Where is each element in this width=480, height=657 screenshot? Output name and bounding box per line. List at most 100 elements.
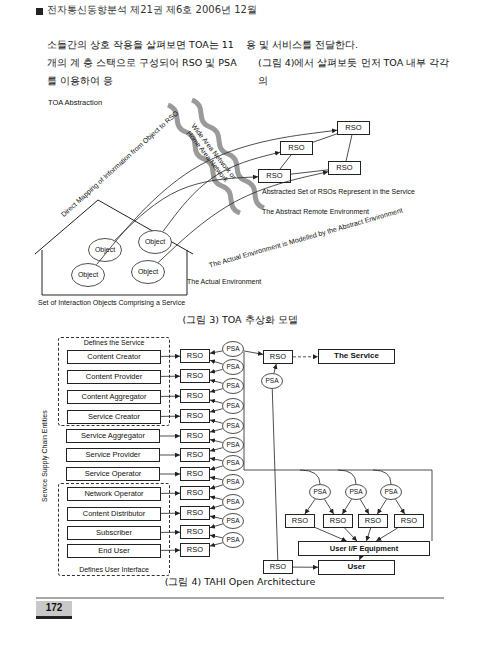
resource-box: RSO [180, 369, 210, 383]
connector [161, 396, 180, 397]
connector [274, 364, 276, 373]
user-box: User [318, 560, 395, 575]
node-text: PSA [226, 499, 239, 506]
node-text: PSA [226, 460, 239, 467]
ellipse-shape [346, 485, 367, 500]
object-circle: Object [138, 230, 172, 254]
resource-box: RSO [258, 169, 291, 183]
label-text: 소들간의 상호 작용을 살펴보면 TOA는 11개의 계 층 스택으로 구성되어… [47, 36, 242, 90]
caption-text: (그림 4) TAHI Open Architecture [140, 576, 340, 587]
node-text: End User [98, 547, 129, 555]
resource-box: RSO [323, 514, 353, 528]
header-mark [36, 8, 43, 15]
label-text: Service Supply Chain Entities [41, 401, 49, 511]
group-box: Defines User InterfaceNetwork OperatorCo… [58, 483, 170, 576]
agent-circle: PSA [222, 359, 244, 375]
ellipse-shape [223, 379, 244, 394]
entity-box: Content Distributor [67, 507, 161, 521]
label-text: Set of Interaction Objects Comprising a … [38, 299, 185, 307]
page-number-bar [36, 616, 72, 619]
node-text: RSO [270, 353, 286, 361]
connector [377, 499, 386, 514]
entity-box: End User [67, 544, 161, 558]
agent-circle: PSA [222, 437, 244, 453]
ellipse-shape [223, 495, 244, 510]
connector [280, 155, 291, 169]
connector [210, 440, 223, 443]
connector [161, 513, 180, 514]
node-text: Object [138, 268, 158, 275]
connector [346, 135, 352, 161]
house-shape [35, 200, 193, 295]
agent-circle: PSA [345, 484, 367, 500]
agent-circle: PSA [380, 484, 402, 500]
node-text: PSA [226, 403, 239, 410]
resource-box: RSO [263, 560, 293, 574]
node-text: Content Provider [86, 373, 142, 381]
label-text: 172 [36, 602, 72, 614]
node-text: RSO [187, 432, 203, 440]
agent-circle: PSA [222, 474, 244, 490]
connector [210, 466, 223, 470]
resource-box: RSO [328, 161, 361, 175]
agent-circle: PSA [222, 378, 244, 394]
ellipse-shape [310, 485, 331, 500]
agent-circle: PSA [222, 513, 244, 529]
node-text: PSA [226, 537, 239, 544]
node-text: Content Creator [87, 353, 140, 361]
ellipse-shape [223, 360, 244, 375]
resource-box: RSO [180, 349, 210, 363]
entity-box: Service Provider [66, 448, 160, 462]
node-text: RSO [187, 352, 203, 360]
label-text: (그림 3) TOA 추상화 모델 [140, 314, 340, 325]
group-box: Defines the ServiceContent CreatorConten… [58, 337, 170, 426]
resource-box: RSO [337, 121, 370, 135]
resource-box: RSO [180, 448, 210, 462]
connector [210, 448, 223, 451]
resource-box: RSO [285, 514, 315, 528]
node-text: PSA [226, 442, 239, 449]
node-text: RSO [266, 172, 282, 180]
connector [244, 351, 263, 354]
connector [210, 380, 223, 383]
connector [115, 177, 258, 240]
object-circle: Object [88, 238, 122, 262]
connector [210, 485, 223, 489]
node-text: PSA [226, 518, 239, 525]
ellipse-shape [132, 261, 165, 284]
label-text: 전자통신동향분석 제21권 제6호 2006년 12월 [47, 4, 257, 16]
node-text: PSA [226, 346, 239, 353]
connector [210, 369, 223, 372]
ellipse-shape [223, 419, 244, 434]
resource-box: RSO [180, 467, 210, 481]
label-text: Direct Mapping of Information from Objec… [47, 98, 194, 231]
connector [210, 516, 222, 519]
resource-box: RSO [263, 350, 293, 364]
resource-box: RSO [280, 141, 313, 155]
connector [376, 528, 397, 541]
node-text: Object [78, 271, 98, 278]
connector [210, 409, 223, 412]
connector [210, 458, 222, 461]
ellipse-shape [223, 533, 244, 548]
node-text: Service Operator [85, 470, 142, 478]
connector [272, 389, 278, 560]
node-text: RSO [187, 528, 203, 536]
connector [210, 497, 223, 500]
node-text: RSO [345, 124, 361, 132]
entity-box: Content Provider [67, 370, 161, 384]
node-text: User [348, 563, 366, 571]
resource-box: RSO [180, 506, 210, 520]
connector [293, 356, 318, 357]
ellipse-shape [89, 239, 122, 262]
connector [161, 532, 180, 533]
object-circle: Object [71, 263, 105, 287]
node-text: RSO [187, 451, 203, 459]
connector [293, 567, 318, 568]
bus-wire [244, 352, 432, 541]
node-text: PSA [226, 383, 239, 390]
house-outline: The Actual EnvironmentObjectObjectObject… [35, 198, 195, 297]
node-text: PSA [384, 489, 397, 496]
connector [161, 550, 180, 551]
entity-box: Service Aggregator [66, 429, 160, 443]
